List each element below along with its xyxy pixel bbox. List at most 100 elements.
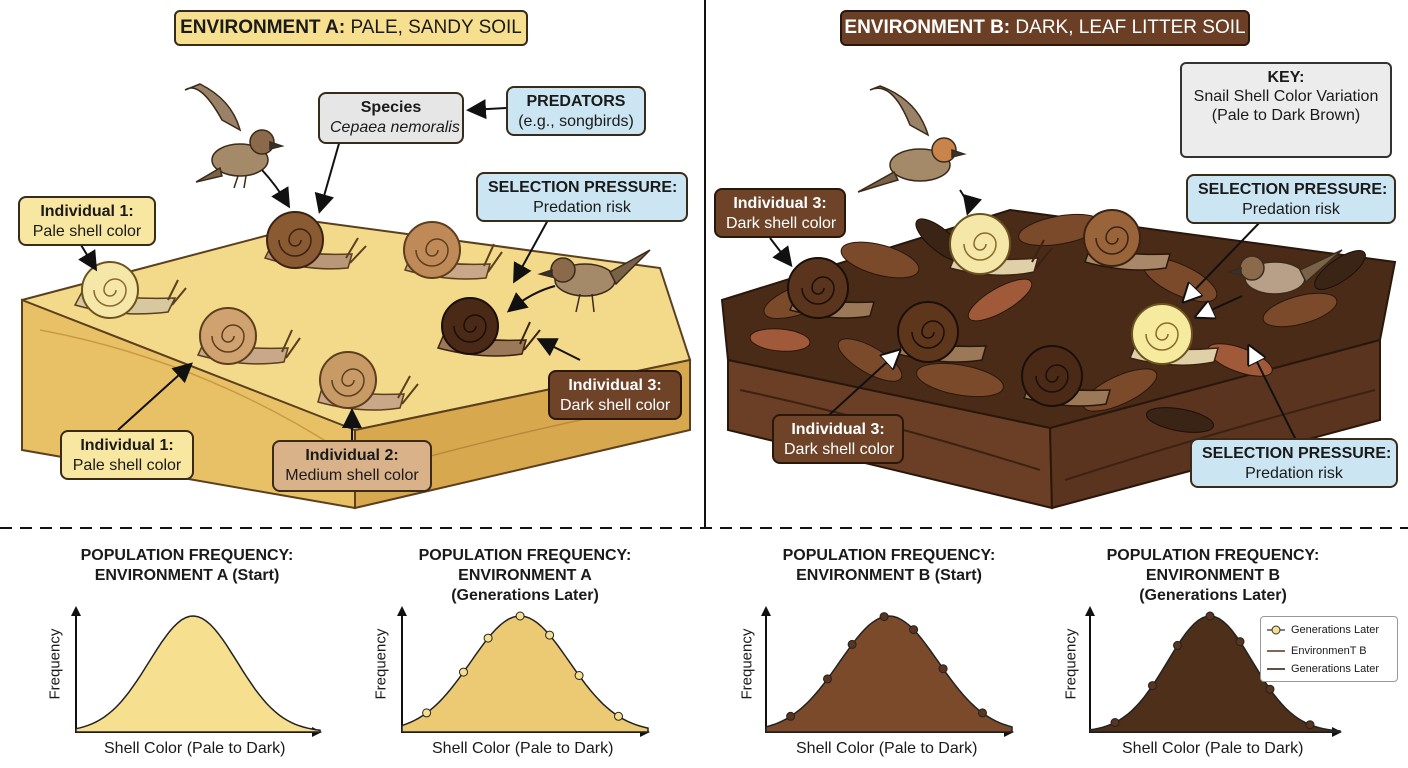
- snail-dark-a3: [436, 297, 541, 357]
- snail-pale-b-top: [948, 213, 1053, 276]
- selection-pressure-b-top-title: SELECTION PRESSURE:: [1198, 181, 1388, 198]
- snail-medium-a-top: [263, 211, 367, 270]
- chart-2-title-line1: POPULATION FREQUENCY:: [418, 547, 632, 564]
- chart-1-curve: [75, 615, 321, 733]
- env-b-title-bold: ENVIRONMENT B:: [844, 17, 1011, 38]
- selection-pressure-b-bottom-label: SELECTION PRESSURE: Predation risk: [1190, 438, 1398, 488]
- individual-1-bottom-label: Individual 1: Pale shell color: [60, 430, 194, 480]
- snail-dark-b-bottom: [1021, 345, 1112, 407]
- chart-4-y-arrowhead: [1085, 606, 1095, 616]
- chart-4-title-line2: ENVIRONMENT B: [1145, 567, 1281, 584]
- env-a-title: ENVIRONMENT A: PALE, SANDY SOIL: [174, 10, 528, 46]
- individual-1-bottom-sub: Pale shell color: [72, 457, 182, 474]
- chart-2-ylabel: Frequency: [372, 628, 390, 700]
- snail-pale-b-right: [1128, 303, 1220, 366]
- selection-pressure-b-bottom-title: SELECTION PRESSURE:: [1202, 445, 1392, 462]
- chart-3-xlabel: Shell Color (Pale to Dark): [796, 740, 978, 757]
- individual-3-b-top-title: Individual 3:: [733, 195, 827, 212]
- chart-1: [71, 606, 322, 737]
- chart-3: [761, 606, 1014, 737]
- snail-pale-a1: [73, 261, 187, 319]
- chart-2-point-3: [483, 633, 493, 643]
- chart-4-point-2: [1148, 681, 1157, 691]
- chart-3-point-5: [909, 625, 919, 635]
- arrows-env-b: [769, 189, 1301, 449]
- bird-perched-a: [537, 249, 651, 313]
- chart-1-ylabel: Frequency: [46, 628, 64, 700]
- chart-2-title-line3: (Generations Later): [451, 587, 599, 604]
- legend-item-1: Generations Later: [1291, 624, 1380, 636]
- chart-3-point-6: [938, 664, 948, 674]
- chart-4-point-7: [1305, 720, 1315, 730]
- snail-medium-b-top-right: [1083, 209, 1172, 271]
- snail-medium-a-right: [403, 221, 503, 280]
- legend-item-3: Generations Later: [1291, 663, 1380, 675]
- selection-pressure-b-top-label: SELECTION PRESSURE: Predation risk: [1186, 174, 1396, 224]
- species-label-title: Species: [360, 99, 422, 116]
- chart-2-point-7: [614, 711, 623, 721]
- chart-4-point-3: [1173, 640, 1182, 650]
- individual-2-label: Individual 2: Medium shell color: [272, 440, 432, 492]
- chart-3-title: POPULATION FREQUENCY: ENVIRONMENT B (Sta…: [754, 546, 1024, 586]
- chart-1-title-line1: POPULATION FREQUENCY:: [80, 547, 294, 564]
- chart-4-point-5: [1235, 637, 1245, 647]
- snail-dark-b-left: [787, 257, 876, 319]
- individual-1-top-label: Individual 1: Pale shell color: [18, 196, 156, 246]
- chart-4-point-6: [1265, 684, 1275, 694]
- chart-1-title: POPULATION FREQUENCY: ENVIRONMENT A (Sta…: [52, 546, 322, 586]
- species-label: Species Cepaea nemoralis: [318, 92, 464, 144]
- chart-1-title-line2: ENVIRONMENT A (Start): [94, 567, 280, 584]
- individual-2-title: Individual 2:: [305, 447, 399, 464]
- chart-legend: Generations Later EnvironmenT B Generati…: [1260, 616, 1398, 682]
- frequency-charts: [71, 606, 1342, 737]
- chart-3-curve: [765, 615, 1013, 733]
- species-label-name: Cepaea nemoralis: [330, 119, 460, 136]
- chart-3-ylabel: Frequency: [738, 628, 756, 700]
- chart-2: [397, 606, 650, 737]
- chart-2-y-arrowhead: [397, 606, 407, 616]
- individual-3-b-bottom-title: Individual 3:: [791, 421, 885, 438]
- selection-pressure-a-sub: Predation risk: [533, 199, 631, 216]
- chart-4-ylabel: Frequency: [1062, 628, 1080, 700]
- chart-2-point-6: [574, 671, 584, 680]
- selection-pressure-b-bottom-sub: Predation risk: [1245, 465, 1343, 482]
- bird-flying-b: [857, 85, 967, 193]
- individual-3-b-top-label: Individual 3: Dark shell color: [714, 188, 846, 238]
- chart-4-xlabel: Shell Color (Pale to Dark): [1122, 740, 1304, 757]
- key-line-2: (Pale to Dark Brown): [1211, 107, 1361, 124]
- individual-3-a-title: Individual 3:: [568, 377, 662, 394]
- chart-4-curve: [1089, 615, 1341, 733]
- individual-1-top-sub: Pale shell color: [32, 223, 142, 240]
- env-a-title-bold: ENVIRONMENT A:: [180, 17, 346, 38]
- individual-3-a-sub: Dark shell color: [560, 397, 671, 414]
- chart-3-y-arrowhead: [761, 606, 771, 616]
- chart-4-title: POPULATION FREQUENCY: ENVIRONMENT B (Gen…: [1078, 546, 1348, 606]
- individual-3-a-label: Individual 3: Dark shell color: [548, 370, 682, 420]
- chart-3-point-4: [879, 612, 889, 622]
- chart-2-title: POPULATION FREQUENCY: ENVIRONMENT A (Gen…: [390, 546, 660, 606]
- key-title: KEY:: [1267, 69, 1305, 86]
- chart-1-xlabel: Shell Color (Pale to Dark): [104, 740, 286, 757]
- bird-perched-b: [1225, 249, 1343, 295]
- chart-3-point-1: [786, 711, 796, 721]
- chart-2-xlabel: Shell Color (Pale to Dark): [432, 740, 614, 757]
- chart-2-point-1: [422, 708, 432, 718]
- legend-markers: [1267, 625, 1285, 670]
- selection-pressure-a-label: SELECTION PRESSURE: Predation risk: [476, 172, 688, 222]
- chart-2-point-4: [515, 611, 525, 621]
- chart-4-point-1: [1110, 718, 1120, 727]
- bird-flying-a: [184, 83, 285, 189]
- snail-medium-a-middle: [196, 307, 301, 365]
- individual-3-b-bottom-label: Individual 3: Dark shell color: [772, 414, 904, 464]
- chart-4-title-line1: POPULATION FREQUENCY:: [1106, 547, 1320, 564]
- legend-item-2: EnvironmenT B: [1291, 645, 1367, 657]
- individual-2-sub: Medium shell color: [285, 467, 419, 484]
- chart-1-y-arrowhead: [71, 606, 81, 616]
- chart-2-point-5: [545, 630, 555, 640]
- chart-2-curve: [401, 615, 649, 733]
- chart-3-title-line1: POPULATION FREQUENCY:: [782, 547, 996, 564]
- selection-pressure-b-top-sub: Predation risk: [1242, 201, 1340, 218]
- env-b-title: ENVIRONMENT B: DARK, LEAF LITTER SOIL: [840, 10, 1250, 46]
